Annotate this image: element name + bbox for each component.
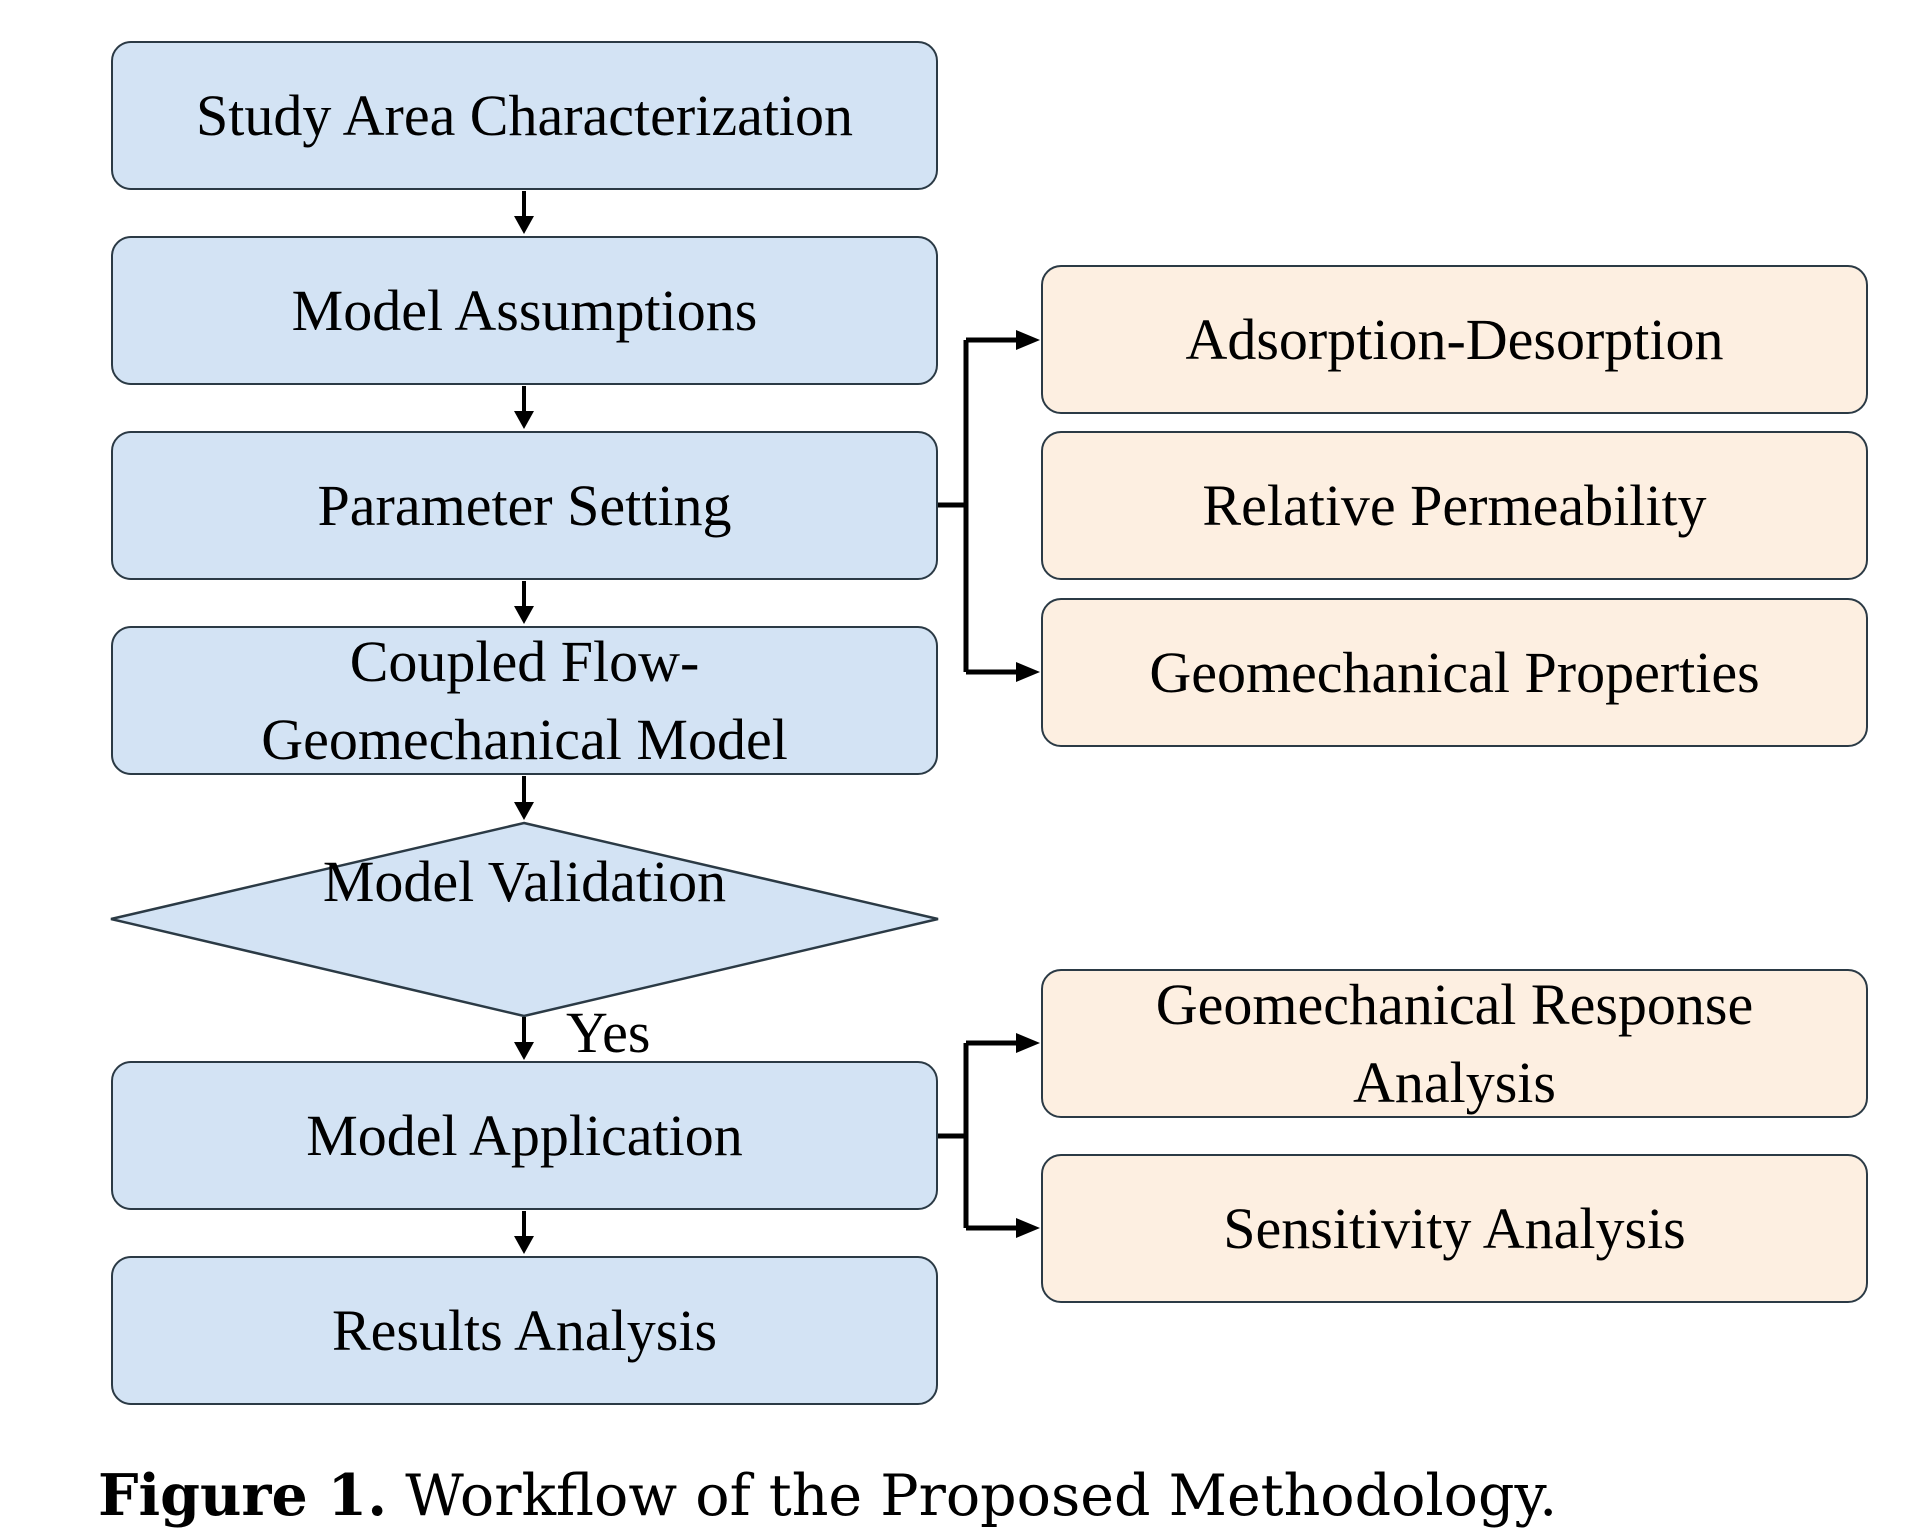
geomechanical-properties-label: Geomechanical Properties (1149, 639, 1760, 705)
arrowhead-geomechanical-properties (1016, 662, 1040, 682)
results-analysis-box: Results Analysis (111, 1256, 938, 1405)
arrowhead-validation (514, 802, 534, 820)
model-validation-label: Model Validation (111, 844, 938, 920)
arrowhead-geomechanical-response (1016, 1033, 1040, 1053)
coupled-model-box: Coupled Flow- Geomechanical Model (111, 626, 938, 775)
figure-caption: Figure 1. Workflow of the Proposed Metho… (98, 1460, 1557, 1532)
arrowhead-parameter (514, 411, 534, 429)
sensitivity-analysis-box: Sensitivity Analysis (1041, 1154, 1868, 1303)
arrowhead-coupled (514, 606, 534, 624)
relative-permeability-label: Relative Permeability (1202, 472, 1707, 538)
parameter-bracket (938, 337, 1020, 675)
results-analysis-label: Results Analysis (331, 1297, 718, 1363)
study-area-characterization-label: Study Area Characterization (195, 82, 854, 148)
model-assumptions-label: Model Assumptions (291, 277, 758, 343)
geomechanical-properties-box: Geomechanical Properties (1041, 598, 1868, 747)
model-assumptions-box: Model Assumptions (111, 236, 938, 385)
figure-caption-label: Figure 1. (98, 1462, 388, 1529)
model-validation-diamond (110, 821, 939, 1018)
arrowhead-assumptions (514, 216, 534, 234)
application-bracket-arrowheads (1016, 1033, 1040, 1238)
geomechanical-response-label-line1: Geomechanical Response (1155, 971, 1754, 1037)
coupled-model-label-line1: Coupled Flow- (349, 628, 700, 694)
sensitivity-analysis-label: Sensitivity Analysis (1223, 1195, 1686, 1261)
parameter-setting-label: Parameter Setting (317, 472, 732, 538)
model-validation-label-line1: Model (322, 849, 475, 914)
model-application-box: Model Application (111, 1061, 938, 1210)
figure-caption-text: Workflow of the Proposed Methodology. (387, 1463, 1558, 1529)
model-application-label: Model Application (306, 1102, 743, 1168)
application-bracket (938, 1040, 1020, 1231)
arrowhead-application (514, 1042, 534, 1060)
parameter-bracket-arrowheads (1016, 330, 1040, 682)
yes-edge-label: Yes (566, 1000, 651, 1065)
geomechanical-response-analysis-box: Geomechanical Response Analysis (1041, 969, 1868, 1118)
parameter-setting-box: Parameter Setting (111, 431, 938, 580)
arrowhead-sensitivity (1016, 1218, 1040, 1238)
relative-permeability-box: Relative Permeability (1041, 431, 1868, 580)
coupled-model-label-line2: Geomechanical Model (261, 706, 788, 772)
geomechanical-response-label-line2: Analysis (1352, 1049, 1556, 1115)
arrowhead-results (514, 1236, 534, 1254)
arrowhead-adsorption (1016, 330, 1040, 350)
adsorption-desorption-label: Adsorption-Desorption (1185, 306, 1724, 372)
adsorption-desorption-box: Adsorption-Desorption (1041, 265, 1868, 414)
study-area-characterization-box: Study Area Characterization (111, 41, 938, 190)
model-validation-label-line2: Validation (487, 849, 727, 914)
main-flow-arrowheads (514, 216, 534, 1254)
